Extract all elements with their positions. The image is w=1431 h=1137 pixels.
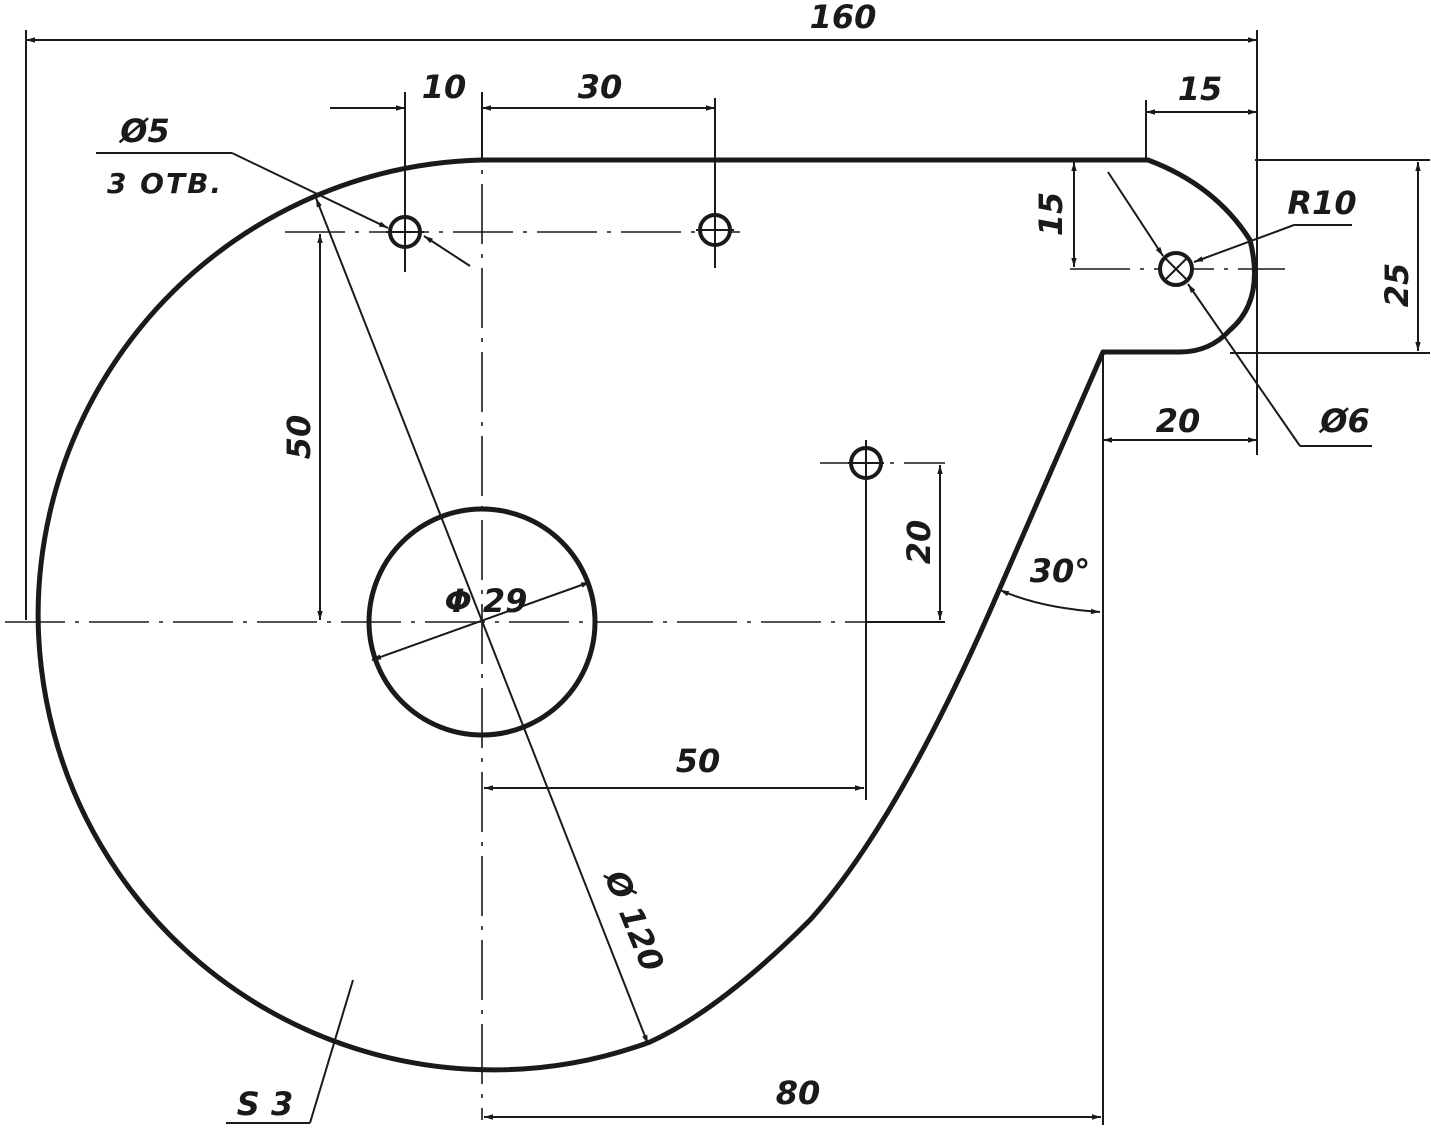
dim-tab-height: 25 <box>1378 263 1416 308</box>
dim-hole-spacing: 30 <box>578 68 623 106</box>
dim-tab-hole-height: 15 <box>1032 192 1070 237</box>
hole-3 <box>848 440 884 800</box>
extension-lines <box>25 30 1430 1125</box>
dim-thickness: S 3 <box>237 1085 293 1123</box>
dim-bottom-80: 80 <box>776 1074 821 1112</box>
dim-vertical-20: 20 <box>900 520 938 565</box>
dim-tab-width: 15 <box>1178 70 1223 108</box>
dim-bore-dia: Φ 29 <box>445 582 528 620</box>
dim-holes-count: 3 ОТВ. <box>107 167 223 200</box>
dimension-labels: 160 10 30 15 15 25 R10 Ø6 20 Ø5 3 ОТВ. 5… <box>107 0 1416 1123</box>
hole-2 <box>696 210 734 268</box>
dimension-lines <box>26 37 1421 1124</box>
dim-tab-radius: R10 <box>1287 184 1356 222</box>
dim-tab-offset: 20 <box>1156 402 1201 440</box>
tab-hole <box>1158 251 1194 287</box>
part-outline <box>35 157 1257 1073</box>
dim-outer-dia: Ø 120 <box>596 863 671 977</box>
dim-holes-dia: Ø5 <box>118 112 169 150</box>
dim-horizontal-50: 50 <box>676 742 721 780</box>
dim-angle: 30° <box>1030 552 1091 590</box>
dim-hole-offset: 10 <box>422 68 467 106</box>
dim-tab-hole-dia: Ø6 <box>1318 402 1369 440</box>
hole-1 <box>386 210 424 272</box>
dim-overall-width: 160 <box>810 0 877 36</box>
dim-vertical-50: 50 <box>280 415 318 460</box>
